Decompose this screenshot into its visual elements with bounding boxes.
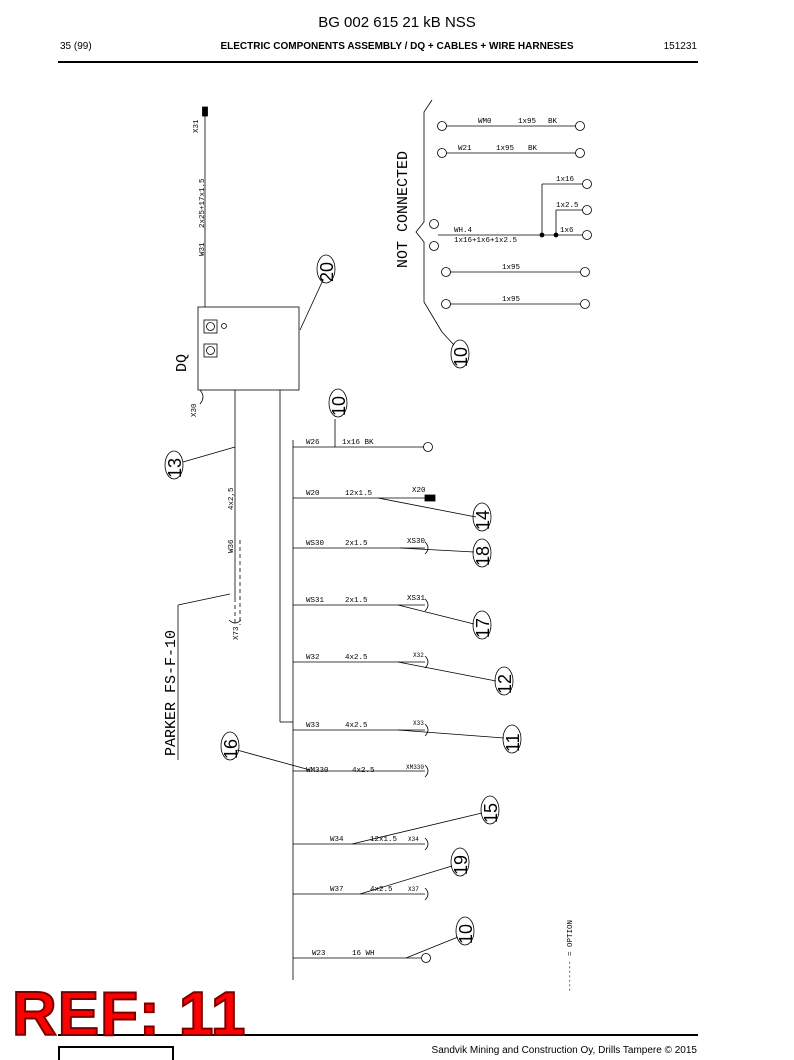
ws30-conn: XS30: [407, 538, 426, 546]
wh4-branch-1: 1x16: [556, 176, 575, 184]
parker-label: PARKER FS-F-10: [163, 630, 180, 756]
bubble-18: [472, 538, 492, 568]
bubble-17: [472, 610, 492, 640]
bubble-15-num: 15: [481, 803, 501, 823]
w36-spec: 4x2,5: [228, 487, 236, 510]
nc-extra-1-spec: 1x95: [502, 264, 521, 272]
ws31-spec: 2x1.5: [345, 597, 368, 605]
w26-spec: 1x16 BK: [342, 439, 374, 447]
wm330-spec: 4x2.5: [352, 767, 375, 775]
header-rule: [58, 61, 698, 63]
w37-id: W37: [330, 886, 344, 894]
dq-label: DQ: [174, 354, 191, 372]
w23-spec: 16 WH: [352, 950, 375, 958]
bubble-18-num: 18: [473, 546, 493, 566]
bubble-20-num: 20: [317, 262, 337, 282]
w37-conn: X37: [408, 886, 419, 893]
page-number: 35 (99): [60, 41, 92, 52]
w36-label: W36: [228, 539, 236, 553]
w31-label: W31: [199, 242, 207, 256]
ws31-conn: XS31: [407, 595, 426, 603]
bubble-13-num: 13: [165, 458, 185, 478]
w34-id: W34: [330, 836, 344, 844]
not-connected-bracket: [415, 99, 443, 333]
x31-label: X31: [193, 119, 201, 133]
bubble-20: [316, 254, 336, 284]
not-connected-label: NOT CONNECTED: [395, 151, 412, 268]
bubble-10-w23-num: 10: [456, 924, 476, 944]
w34-spec: 12x1.5: [370, 836, 398, 844]
nc-wm0-id: WM0: [478, 118, 492, 126]
x30-connector: [199, 389, 204, 405]
bubble-16-num: 16: [221, 739, 241, 759]
ws30-id: WS30: [306, 540, 325, 548]
nc-w21-spec: 1x95: [496, 145, 515, 153]
bubble-10-nc: [450, 339, 470, 369]
w23-id: W23: [312, 950, 326, 958]
w32-id: W32: [306, 654, 320, 662]
wh4-spec: 1x16+1x6+1x2.5: [454, 237, 518, 245]
x31-connector: [202, 106, 208, 117]
ws31-id: WS31: [306, 597, 325, 605]
option-legend: ------- = OPTION: [567, 920, 575, 992]
bubble-19: [450, 847, 470, 877]
ref-stamp: REF: 11: [11, 980, 247, 1049]
x20-connector: [424, 494, 436, 502]
ws30-spec: 2x1.5: [345, 540, 368, 548]
nc-extra-2-spec: 1x95: [502, 296, 521, 304]
bubble-11: [502, 724, 522, 754]
w34-conn: X34: [408, 836, 419, 843]
bubble-10-nc-num: 10: [451, 347, 471, 367]
bubble-13: [164, 450, 184, 480]
x30-label: X30: [191, 403, 199, 417]
w20-spec: 12x1.5: [345, 490, 373, 498]
bubble-10-trunk-num: 10: [329, 396, 349, 416]
w20-conn: X20: [412, 487, 426, 495]
wh4-branch-2: 1x2.5: [556, 202, 579, 210]
page-subtitle: ELECTRIC COMPONENTS ASSEMBLY / DQ + CABL…: [220, 41, 574, 52]
w33-conn: X33: [413, 720, 424, 727]
dq-socket-1: [203, 319, 218, 334]
w31-spec: 2x25+17x1.5: [199, 178, 207, 228]
wm330-conn: XM330: [406, 764, 424, 771]
x73-label: X73: [233, 626, 241, 640]
w32-spec: 4x2.5: [345, 654, 368, 662]
wh4-id: WH.4: [454, 227, 473, 235]
w32-conn: X32: [413, 652, 424, 659]
dq-indicator: [221, 323, 227, 329]
bubble-12-num: 12: [495, 674, 515, 694]
w33-spec: 4x2.5: [345, 722, 368, 730]
nc-wm0-spec: 1x95: [518, 118, 537, 126]
bubble-12: [494, 666, 514, 696]
nc-w21-color: BK: [528, 145, 538, 153]
footer-copyright: Sandvik Mining and Construction Oy, Dril…: [431, 1045, 697, 1056]
dq-socket-2: [203, 343, 218, 358]
nc-w21-id: W21: [458, 145, 472, 153]
w20-id: W20: [306, 490, 320, 498]
bubble-14: [472, 502, 492, 532]
wm330-id: WM330: [306, 767, 329, 775]
document-title: BG 002 615 21 kB NSS: [318, 14, 476, 31]
bubble-10-trunk: [328, 388, 348, 418]
nc-wm0-color: BK: [548, 118, 558, 126]
bubble-11-num: 11: [503, 733, 523, 752]
bubble-10-w23: [455, 916, 475, 946]
w33-id: W33: [306, 722, 320, 730]
bubble-15: [480, 795, 500, 825]
bubble-17-num: 17: [473, 618, 493, 638]
bubble-14-num: 14: [473, 510, 493, 530]
w26-id: W26: [306, 439, 320, 447]
wh4-branch-3: 1x6: [560, 227, 574, 235]
x73-connector: [228, 619, 242, 624]
bubble-16: [220, 731, 240, 761]
bubble-19-num: 19: [451, 855, 471, 875]
document-date: 151231: [663, 41, 697, 52]
footer-rule: [58, 1034, 698, 1036]
dq-box: [197, 306, 300, 391]
w37-spec: 4x2.5: [370, 886, 393, 894]
